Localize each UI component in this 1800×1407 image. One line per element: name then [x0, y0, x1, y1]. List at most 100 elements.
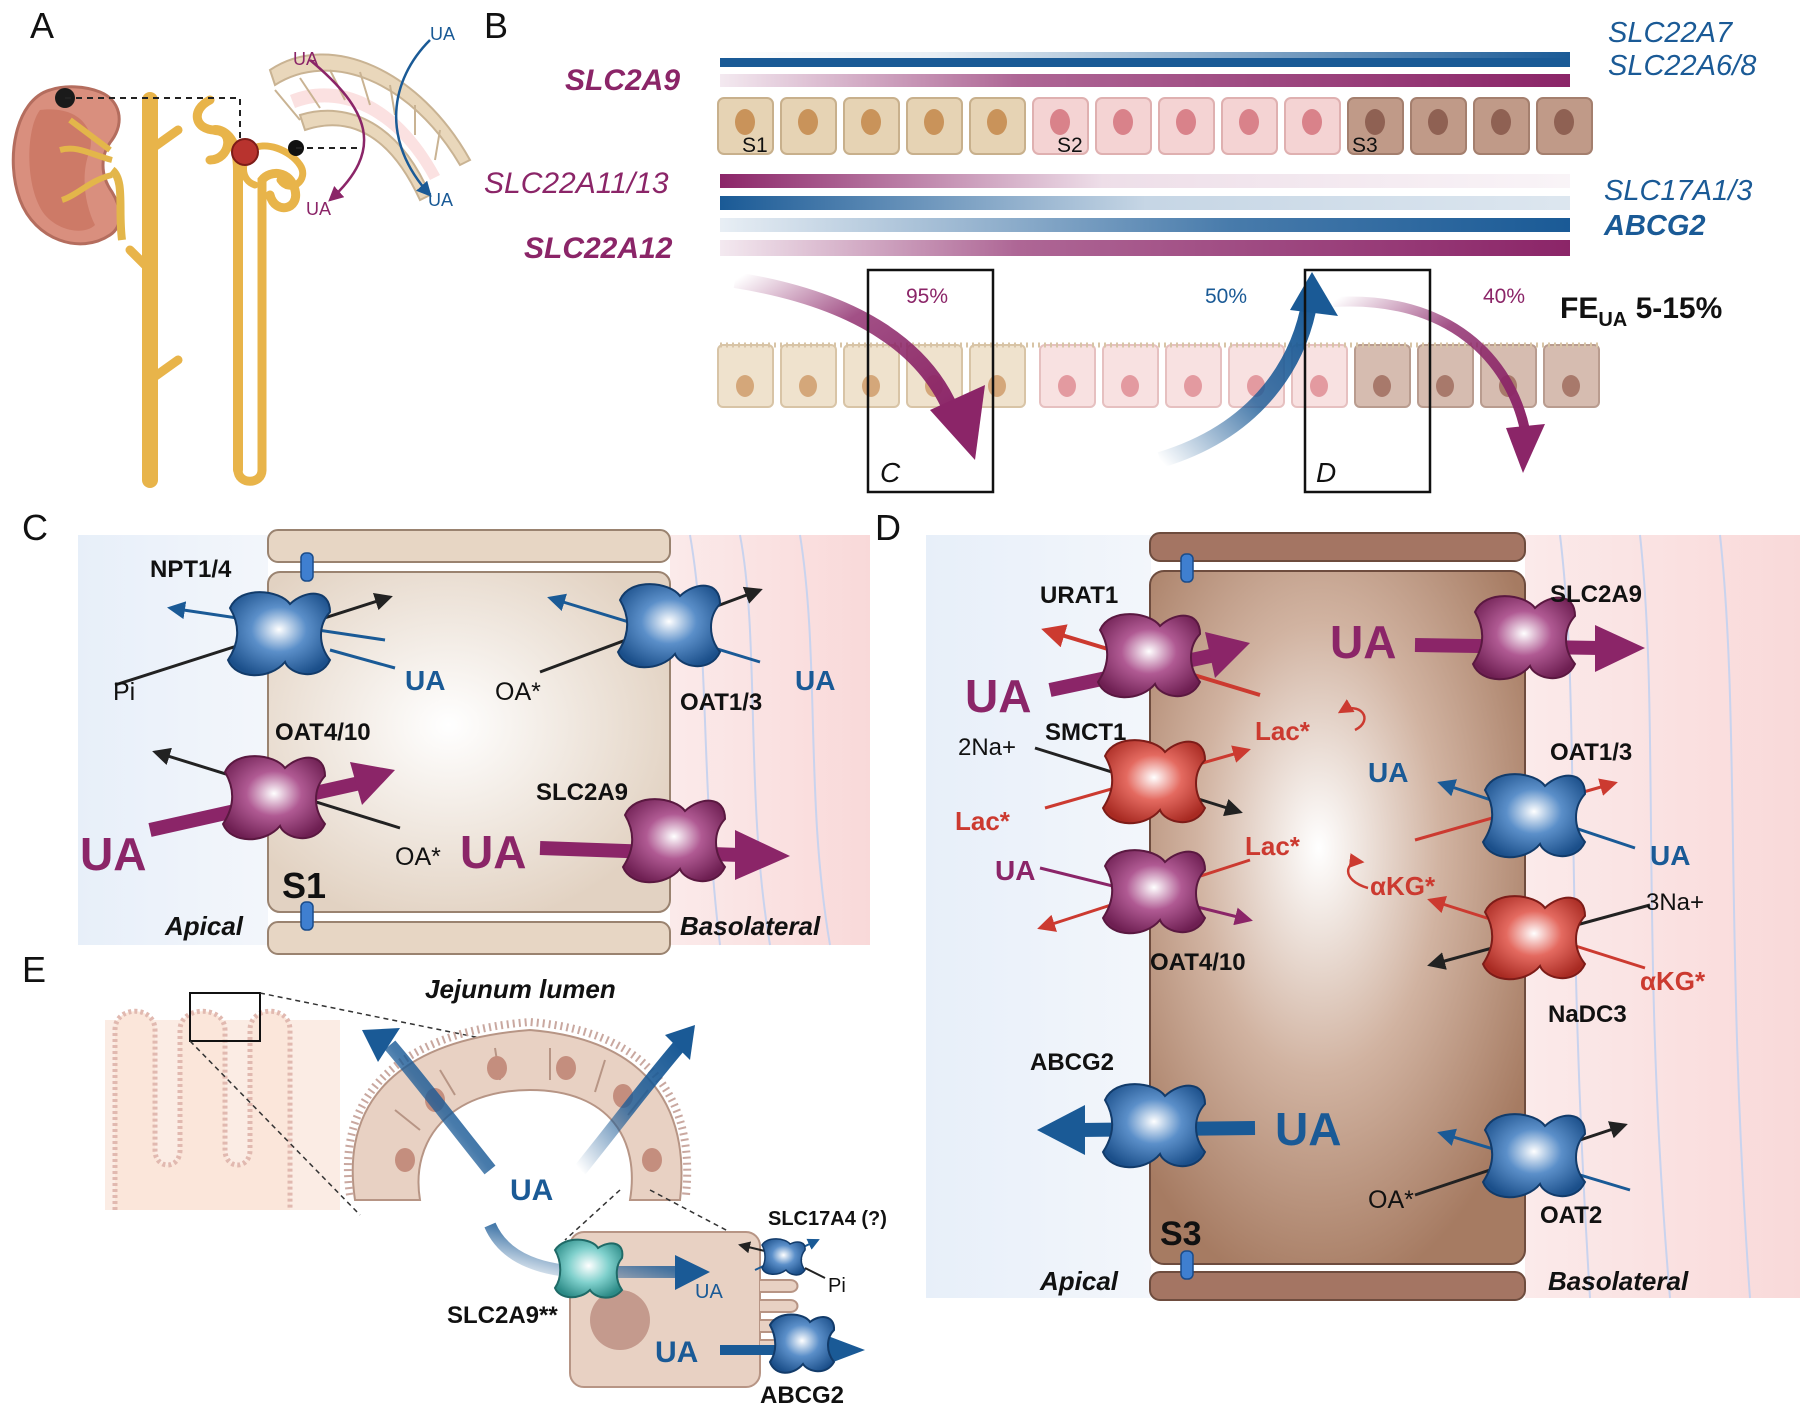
fe-ua-label: FEUA 5-15%	[1560, 292, 1722, 331]
panel-c-label: C	[22, 507, 48, 548]
lumen-ua-arrow-left-head	[362, 1028, 400, 1062]
ua-big-label: UA	[80, 828, 146, 880]
kidney-icon	[11, 85, 126, 246]
oa-oat2-label: OA*	[1368, 1186, 1414, 1214]
slc2a9-label: SLC2A9	[536, 779, 628, 806]
zoom-box-d-label: D	[1316, 457, 1336, 488]
abcg2-e-transporter-icon	[768, 1313, 836, 1374]
reabsorption-arrow-40-head	[1506, 424, 1545, 473]
gene-slc17a1-3: SLC17A1/3	[1604, 175, 1752, 207]
bar-slc22a11-13	[720, 174, 1570, 188]
oat4-10-d-label: OAT4/10	[1150, 949, 1246, 976]
oat1-3-d-transporter-icon	[1481, 773, 1587, 859]
oa-oat4-10-label: OA*	[395, 843, 441, 871]
reabsorption-arrow-95-head	[930, 385, 985, 460]
s1-cell-body	[267, 571, 671, 913]
slc2a9-e-label: SLC2A9**	[447, 1302, 558, 1329]
gene-slc22a12: SLC22A12	[524, 232, 673, 265]
percent-50: 50%	[1205, 285, 1247, 308]
panel-d: D URAT1 UA Lac* SLC2A9 UA SMCT1 2Na+ Lac…	[875, 507, 1800, 1301]
slc2a9-e-ua-arrow-head	[675, 1255, 710, 1290]
apical-d-label: Apical	[1039, 1266, 1119, 1296]
lac-top-label: Lac*	[1255, 716, 1311, 746]
npt1-4-label: NPT1/4	[150, 556, 232, 583]
tubule-cells-bottom	[717, 342, 1600, 408]
lac-oat4-10-label: Lac*	[1245, 831, 1301, 861]
percent-40: 40%	[1483, 285, 1525, 308]
oat4-10-ua-arrow-head	[350, 762, 395, 805]
smct1-label: SMCT1	[1045, 719, 1126, 746]
tubule-cells-top	[717, 97, 1593, 155]
segment-s1-label: S1	[282, 865, 326, 906]
abcg2-e-label: ABCG2	[760, 1382, 844, 1407]
ua-oat1-3-out-label: UA	[1650, 840, 1690, 871]
slc2a9-d-ua-arrow-head	[1595, 625, 1645, 672]
villus-zoom-box	[189, 992, 261, 1042]
oat4-10-transporter-icon	[221, 755, 327, 841]
urat1-label: URAT1	[1040, 582, 1118, 609]
oat2-transporter-icon	[1481, 1113, 1587, 1199]
segment-s1: S1	[742, 134, 768, 157]
bar-slc22a6-8	[720, 58, 1570, 67]
slc2a9-d-transporter-icon	[1471, 595, 1577, 681]
urat1-transporter-icon	[1096, 613, 1202, 699]
percent-95: 95%	[906, 285, 948, 308]
ua-oat1-3-label: UA	[795, 665, 835, 696]
gene-slc2a9: SLC2A9	[565, 64, 680, 97]
nadc3-transporter-icon	[1481, 895, 1587, 981]
smct1-transporter-icon	[1101, 739, 1207, 825]
na3-label: 3Na+	[1646, 889, 1704, 916]
oat4-10-d-transporter-icon	[1101, 849, 1207, 935]
akg-recycle-arrow	[1347, 853, 1369, 890]
jejunum-lumen-label: Jejunum lumen	[425, 974, 616, 1004]
s3-cell-body	[1149, 570, 1526, 1265]
lumen-ua-arrow-right	[574, 1040, 686, 1175]
pi-e-label: Pi	[828, 1275, 846, 1297]
panel-c: C NPT1/4 Pi UA OA* OAT1/3 UA OAT4/10 UA …	[22, 507, 870, 955]
cell-zoom-lines	[564, 1189, 746, 1241]
ua-secrete-arrow	[395, 39, 432, 197]
ua-cell-label: UA	[460, 826, 526, 878]
reabsorption-arrow-40	[1332, 296, 1530, 432]
oat1-3-d-label: OAT1/3	[1550, 739, 1632, 766]
zoom-box-c-label: C	[880, 457, 901, 488]
nephron-icon	[125, 92, 306, 488]
ua-abcg2-d-label: UA	[1275, 1103, 1341, 1155]
apical-label: Apical	[164, 911, 244, 941]
ua-npt-label: UA	[405, 665, 445, 696]
tight-junction-bottom	[300, 901, 314, 931]
oat4-10-label: OAT4/10	[275, 719, 371, 746]
na2-label: 2Na+	[958, 734, 1016, 761]
oat2-label: OAT2	[1540, 1202, 1602, 1229]
panel-b: B SLC22A7 SLC22A6/8 SLC2A9	[484, 5, 1756, 494]
oat1-3-transporter-icon	[616, 583, 722, 669]
panel-e: E Jejunum lumen UA SLC2A9**	[22, 949, 887, 1407]
slc2a9-e-transporter-icon	[553, 1238, 624, 1299]
segment-s3-label: S3	[1160, 1215, 1202, 1253]
ua-abcg2-e-label: UA	[655, 1336, 698, 1369]
s3-neighbor-cell-top	[1149, 532, 1526, 562]
slc17a4-transporter-icon	[761, 1238, 806, 1276]
lumen-ua-arrow-left	[384, 1040, 496, 1175]
bar-slc17a1-3	[720, 196, 1570, 210]
glomerulus-icon	[231, 138, 259, 166]
ua-label-top: UA	[430, 24, 455, 44]
basolateral-d-label: Basolateral	[1548, 1266, 1689, 1296]
ua-label-left: UA	[293, 49, 318, 69]
panel-a: A UA	[11, 5, 472, 488]
gene-abcg2: ABCG2	[1603, 210, 1706, 242]
pi-label: Pi	[113, 678, 135, 706]
slc2a9-ua-arrow-head	[735, 830, 790, 880]
ua-urat1-label: UA	[965, 670, 1031, 722]
slc2a9-d-label: SLC2A9	[1550, 581, 1642, 608]
bar-abcg2	[720, 218, 1570, 232]
ua-oat4-10-label: UA	[995, 855, 1035, 886]
s1-neighbor-cell-bottom	[267, 921, 671, 955]
zoom-dashed-lines	[65, 97, 360, 149]
npt1-4-transporter-icon	[226, 591, 332, 677]
tight-junction-top	[300, 552, 314, 582]
capillary-lines	[689, 534, 831, 946]
abcg2-d-label: ABCG2	[1030, 1049, 1114, 1076]
ua-lumen-label: UA	[510, 1174, 553, 1207]
